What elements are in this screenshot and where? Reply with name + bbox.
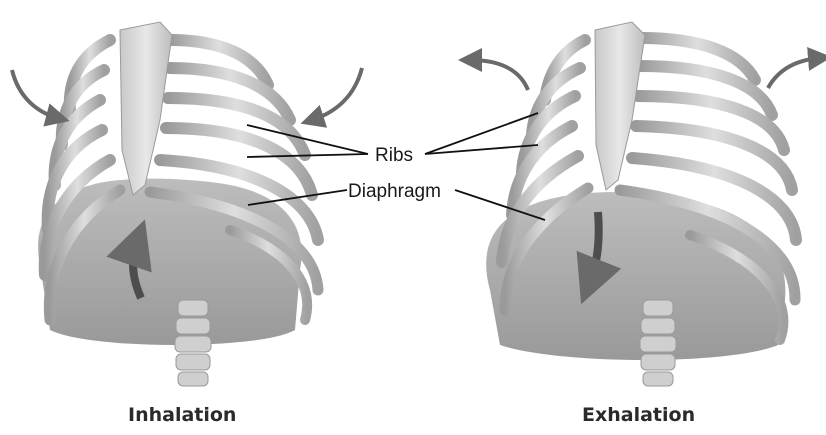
sternum-inhalation xyxy=(120,22,172,195)
arrow-outward-left xyxy=(470,60,528,90)
caption-exhalation: Exhalation xyxy=(582,404,695,426)
arrow-outward-right xyxy=(768,58,820,88)
diaphragm-exhalation xyxy=(486,192,785,360)
ribcage-inhalation xyxy=(12,22,362,386)
arrow-inward-left xyxy=(12,70,58,118)
label-ribs: Ribs xyxy=(375,145,413,166)
ribcage-exhalation xyxy=(470,22,820,386)
arrow-inward-right xyxy=(312,68,362,120)
vertebrae-inhalation xyxy=(175,300,211,386)
vertebrae-exhalation xyxy=(640,300,676,386)
caption-inhalation: Inhalation xyxy=(128,404,236,426)
label-diaphragm: Diaphragm xyxy=(348,181,441,202)
sternum-exhalation xyxy=(595,22,645,190)
